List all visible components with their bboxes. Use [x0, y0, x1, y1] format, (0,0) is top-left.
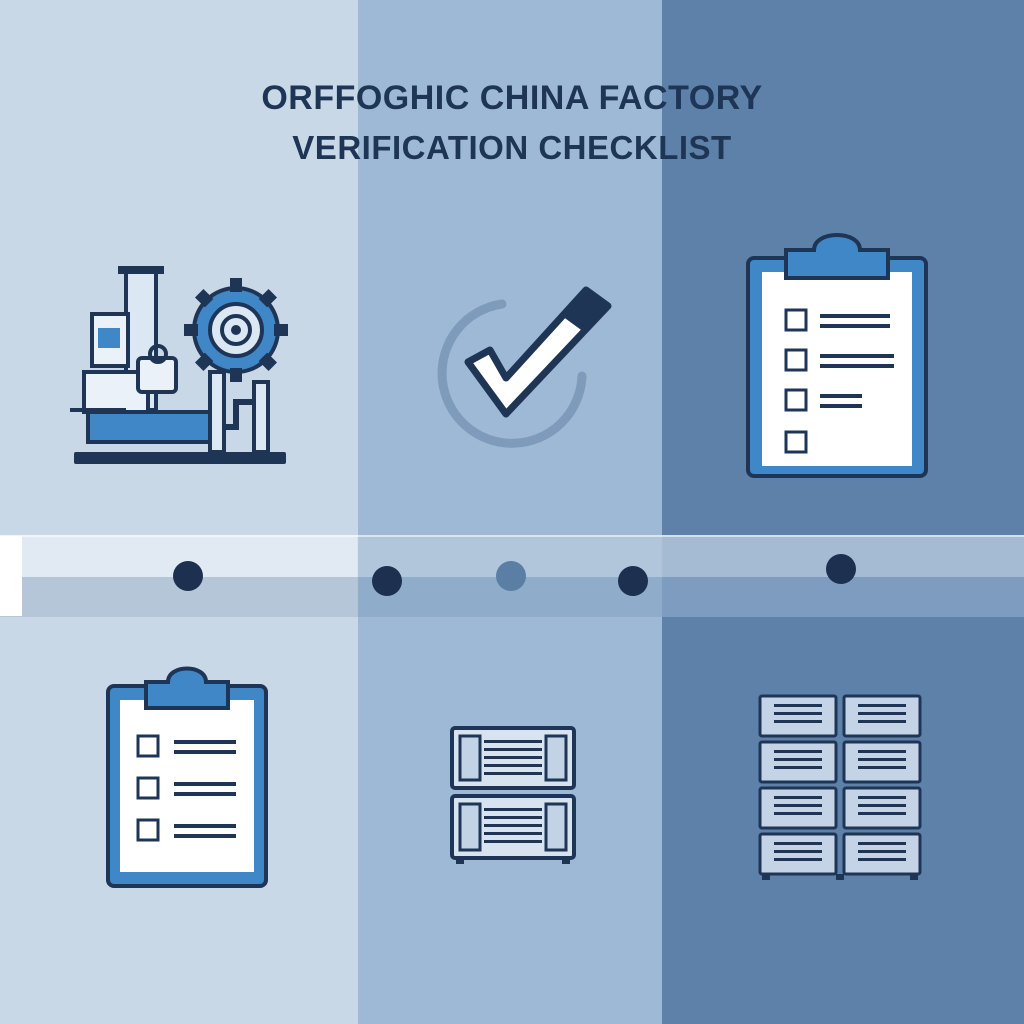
- shipping-container-stack-icon: [450, 726, 576, 864]
- title-line-2: VERIFICATION CHECKLIST: [292, 129, 732, 166]
- clipboard-checklist-icon: [746, 233, 928, 478]
- timeline-dot: [826, 554, 856, 584]
- timeline-dot: [496, 561, 526, 591]
- page-title: ORFFOGHIC CHINA FACTORY VERIFICATION CHE…: [0, 78, 1024, 168]
- check-mark-icon: [437, 286, 612, 448]
- warehouse-pallet-stack-icon: [758, 694, 922, 880]
- timeline-dot: [372, 566, 402, 596]
- clipboard-checklist-icon: [106, 666, 268, 888]
- timeline-band-notch: [0, 536, 22, 616]
- title-line-1: ORFFOGHIC CHINA FACTORY: [261, 79, 763, 117]
- timeline-dot: [618, 566, 648, 596]
- factory-machinery-icon: [70, 266, 288, 464]
- timeline-dot: [173, 561, 203, 591]
- timeline-band-edge: [0, 535, 1024, 537]
